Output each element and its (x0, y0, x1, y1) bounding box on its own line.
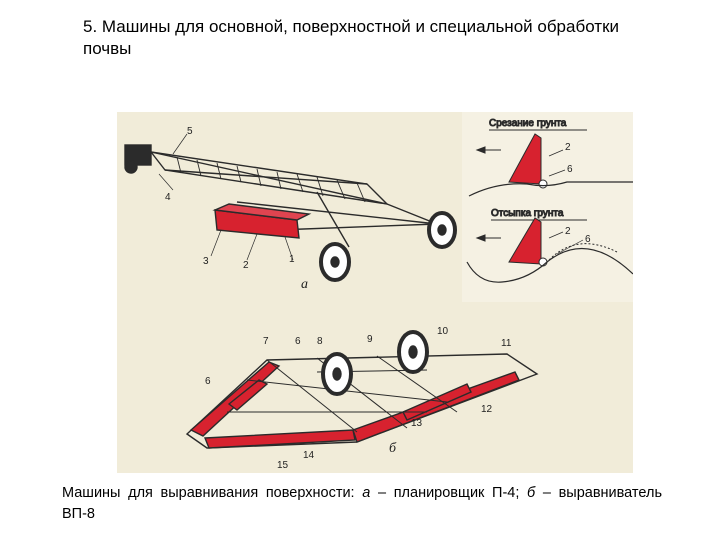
num-b-6a: 6 (295, 336, 301, 347)
num-b-8: 8 (317, 336, 323, 347)
part-a-label: а (301, 277, 308, 292)
wheel-front (319, 242, 351, 282)
caption-prefix: Машины для выравнивания поверхности: (62, 485, 363, 501)
num-b-7: 7 (263, 336, 269, 347)
planer-numbers: 5 4 3 2 1 (165, 126, 295, 271)
num-b-11: 11 (501, 338, 512, 349)
wheel-rear (427, 211, 457, 249)
num-b-9: 9 (367, 334, 373, 345)
num-inset-6a: 6 (567, 164, 573, 175)
leveller-vp8 (185, 330, 539, 449)
num-a-1: 1 (289, 254, 295, 265)
caption-a-text: – планировщик П-4; (370, 485, 528, 501)
wheel-b-right (397, 330, 429, 374)
num-inset-6b: 6 (585, 234, 591, 245)
inset-cut-label: Срезание грунта (489, 118, 567, 129)
caption-b-letter: б (527, 485, 536, 501)
num-inset-2a: 2 (565, 142, 571, 153)
inset-dump-label: Отсыпка грунта (491, 208, 564, 219)
num-b-10: 10 (437, 326, 449, 337)
slide-title: 5. Машины для основной, поверхностной и … (83, 17, 620, 58)
num-b-12: 12 (481, 404, 493, 415)
figure-caption: Машины для выравнивания поверхности: а –… (62, 483, 662, 525)
inset-diagram: Срезание грунта Отсыпка грунта (462, 112, 633, 302)
wheel-b-left (321, 352, 353, 396)
num-a-2: 2 (243, 260, 249, 271)
figure-illustration: 5 4 3 2 1 а Срезание грунта Отсыпка грун… (117, 112, 633, 473)
part-b-label: б (389, 441, 397, 456)
planer-p4 (124, 133, 457, 282)
machines-drawing: 5 4 3 2 1 а Срезание грунта Отсыпка грун… (124, 112, 633, 471)
num-b-6b: 6 (205, 376, 211, 387)
inset-numbers: 2 6 2 6 (565, 142, 591, 245)
tractor-hitch (124, 144, 152, 166)
caption-b-text: – выравниватель ВП-8 (62, 485, 662, 522)
num-a-3: 3 (203, 256, 209, 267)
num-b-15: 15 (277, 460, 289, 471)
num-inset-2b: 2 (565, 226, 571, 237)
num-a-4: 4 (165, 192, 171, 203)
num-b-14: 14 (303, 450, 315, 461)
leveller-numbers: 7 6 8 9 10 11 6 12 13 14 15 (205, 326, 512, 471)
caption-a-letter: а (362, 485, 371, 501)
num-b-13: 13 (411, 418, 423, 429)
num-a-5: 5 (187, 126, 193, 137)
